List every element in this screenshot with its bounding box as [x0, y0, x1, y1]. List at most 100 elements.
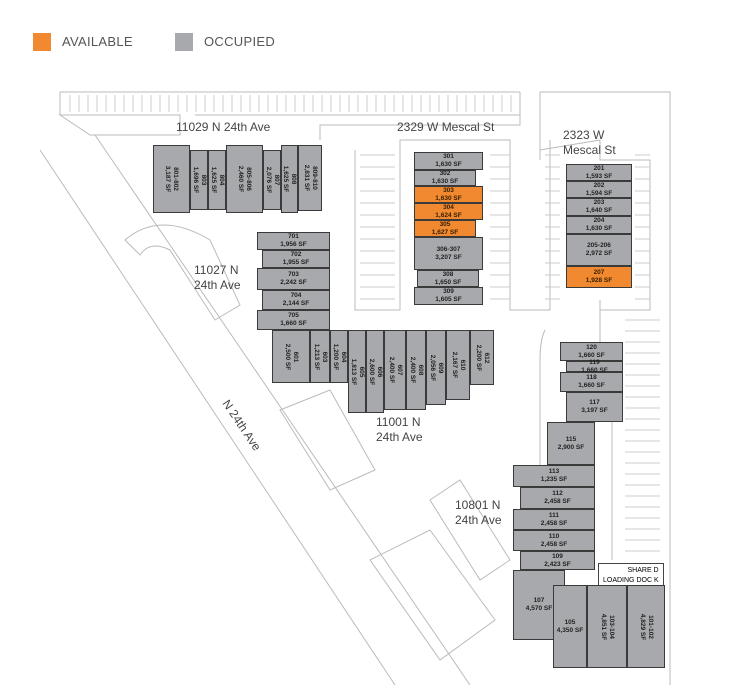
unit-size: 1,650 SF	[434, 278, 462, 286]
unit-number: 110	[548, 532, 560, 540]
unit-size: 1,625 SF	[210, 166, 218, 194]
unit-number: 705	[288, 312, 299, 319]
unit-number: 117	[589, 399, 600, 406]
unit-number: 111	[548, 511, 560, 519]
street-label-11001-line1: 11001 N	[376, 415, 421, 429]
unit-number: 105	[564, 618, 576, 626]
unit-number: 612	[483, 352, 491, 363]
unit-size: 1,605 SF	[435, 296, 462, 303]
unit-number: 118	[586, 374, 597, 381]
unit-size: 1,660 SF	[578, 382, 605, 389]
unit-number: 808	[290, 173, 298, 185]
unit-size: 4,829 SF	[638, 613, 646, 640]
unit-size: 2,144 SF	[282, 300, 310, 307]
unit-size: 2,400 SF	[409, 356, 417, 384]
street-label-10801-line2: 24th Ave	[455, 513, 502, 527]
loading-line2: LOADING DOC K	[603, 577, 659, 584]
unit-size: 2,167 SF	[451, 351, 459, 379]
legend-occupied: OCCUPIED	[204, 34, 276, 49]
unit-size: 1,660 SF	[581, 366, 608, 374]
unit-number: 606	[376, 366, 384, 377]
unit-size: 1,593 SF	[585, 172, 613, 180]
unit-size: 2,200 SF	[475, 344, 483, 371]
unit-size: 2,076 SF	[265, 166, 273, 194]
unit-number: 603	[321, 351, 329, 362]
unit-number: 607	[396, 364, 404, 376]
unit-number: 701	[288, 233, 299, 240]
unit-size: 2,600 SF	[368, 358, 376, 385]
unit-size: 1,660 SF	[280, 320, 307, 327]
unit-number: 301	[443, 153, 454, 160]
unit-size: 2,400 SF	[388, 356, 396, 384]
legend-available: AVAILABLE	[62, 34, 133, 49]
unit-number: 305	[439, 220, 451, 228]
street-label-2323-line2: Mescal St	[563, 143, 616, 157]
unit-size: 4,851 SF	[599, 613, 607, 640]
unit-number: 704	[290, 292, 302, 299]
